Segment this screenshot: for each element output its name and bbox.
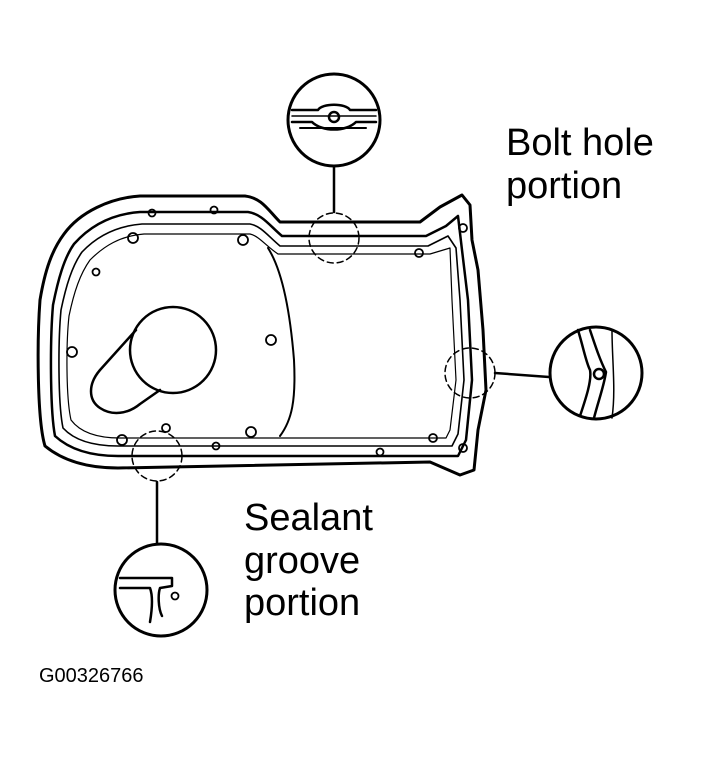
strainer-tube bbox=[89, 328, 162, 415]
sealant-groove-line-inner bbox=[66, 233, 457, 439]
strainer-circle bbox=[128, 305, 218, 395]
bolt-hole-label-line-1: Bolt hole bbox=[506, 122, 654, 164]
figure-code: G00326766 bbox=[39, 665, 144, 687]
leader-right bbox=[493, 371, 551, 379]
sealant-groove-portion-label: Sealant groove portion bbox=[244, 497, 373, 625]
sealant-label-line-1: Sealant bbox=[244, 497, 373, 539]
oil-pan-inner-rim bbox=[49, 210, 474, 458]
oil-pan-outer-flange bbox=[36, 193, 488, 477]
bolt-holes bbox=[66, 205, 468, 457]
detail-circle-bottom bbox=[113, 542, 209, 638]
detail-circle-top bbox=[286, 72, 382, 168]
highlight-top bbox=[308, 212, 360, 264]
highlight-bottom bbox=[131, 430, 183, 482]
bolt-hole-label-line-2: portion bbox=[506, 164, 623, 207]
sealant-groove-line bbox=[58, 223, 465, 447]
bolt-hole-portion-label: Bolt hole portion bbox=[506, 122, 654, 207]
detail-circle-right bbox=[548, 325, 644, 421]
sealant-label-line-3: portion bbox=[244, 582, 361, 625]
baffle-partition bbox=[267, 247, 296, 437]
sealant-label-line-2: groove bbox=[244, 539, 361, 582]
